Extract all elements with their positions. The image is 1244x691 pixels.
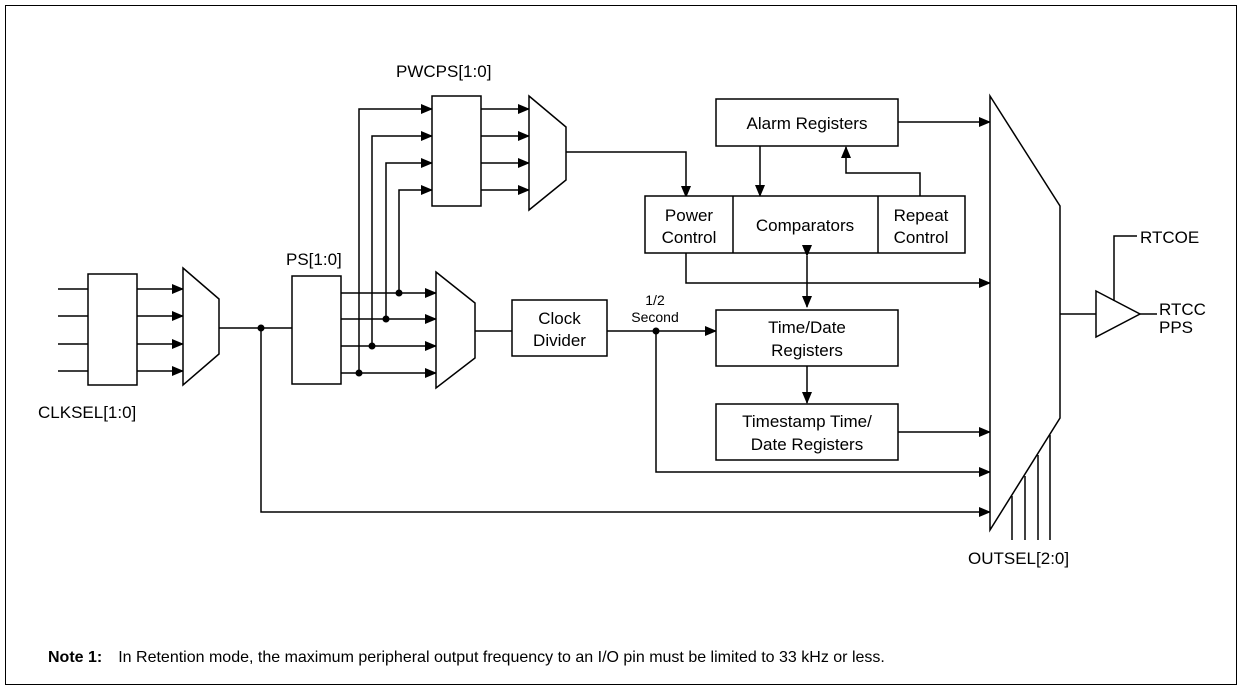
ps-prescaler-block [291, 275, 342, 385]
ps-output-wires [341, 288, 437, 378]
clock-divider-label-1: Clock [538, 309, 581, 328]
timestamp-label-2: Date Registers [751, 435, 863, 454]
clksel-arrows [137, 284, 184, 376]
rtcc-label: RTCC [1159, 300, 1206, 319]
clock-divider-label-2: Divider [533, 331, 586, 350]
note-label: Note 1: [48, 649, 103, 666]
output-buffer [1095, 289, 1142, 339]
pwcps-label: PWCPS[1:0] [396, 62, 491, 81]
pps-label: PPS [1159, 318, 1193, 337]
power-control-label-1: Power [665, 206, 714, 225]
clk-bypass-wire [260, 328, 991, 517]
time-date-registers-block [715, 309, 899, 367]
junction-dots [355, 289, 403, 377]
alarm-registers-label: Alarm Registers [747, 114, 868, 133]
comparators-label: Comparators [756, 216, 854, 235]
diagram-frame [5, 5, 1237, 685]
note-text: In Retention mode, the maximum periphera… [118, 649, 885, 666]
half-second-to-outmux-wire [655, 331, 991, 477]
repeat-control-label-2: Control [894, 228, 949, 247]
outsel-label: OUTSEL[2:0] [968, 549, 1069, 568]
clksel-label: CLKSEL[1:0] [38, 403, 136, 422]
rtcoe-enable-wire [1113, 235, 1137, 301]
pwcps-mux [528, 94, 567, 212]
half-second-label-1: 1/2 [645, 292, 665, 308]
clksel-input-block [87, 273, 138, 386]
power-control-label-2: Control [662, 228, 717, 247]
pwcps-to-power-wire [566, 151, 691, 198]
repeat-to-alarm-wire [841, 146, 921, 196]
ps-label: PS[1:0] [286, 250, 342, 269]
output-mux [989, 93, 1061, 533]
timestamp-registers-block [715, 403, 899, 461]
time-date-label-2: Registers [771, 341, 843, 360]
repeat-control-label-1: Repeat [894, 206, 949, 225]
rtcoe-label: RTCOE [1140, 228, 1199, 247]
clksel-input-lines [58, 288, 88, 372]
pwcps-output-wires [481, 104, 530, 195]
pwcps-prescaler-block [431, 95, 482, 207]
clksel-mux [182, 266, 220, 387]
footnote: Note 1: In Retention mode, the maximum pe… [48, 649, 885, 667]
comparators-group-block [644, 195, 966, 254]
clock-divider-block [511, 299, 608, 357]
ps-mux [435, 270, 476, 390]
half-second-label-2: Second [631, 309, 678, 325]
power-to-outmux-wire [685, 253, 991, 288]
timestamp-label-1: Timestamp Time/ [742, 412, 872, 431]
outsel-select-lines [1011, 435, 1051, 540]
time-date-label-1: Time/Date [768, 318, 846, 337]
ps-to-pwcps-wires [358, 104, 433, 373]
